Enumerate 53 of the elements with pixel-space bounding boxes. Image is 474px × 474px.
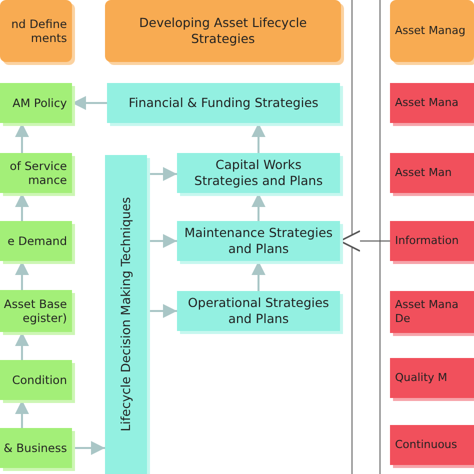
box-label: e Demand <box>8 234 67 248</box>
header-box <box>0 0 72 62</box>
process-box <box>0 221 72 261</box>
process-box <box>177 153 340 193</box>
box-label: Condition <box>12 373 67 387</box>
process-box <box>390 358 474 398</box>
arrow <box>252 193 266 221</box>
box-label: Asset Man <box>395 166 452 180</box>
box-label: & Business <box>4 441 67 455</box>
vertical-bar <box>105 155 147 474</box>
box-label: Financial & Funding Strategies <box>128 95 318 111</box>
box-label: Information <box>395 234 459 248</box>
process-box <box>0 153 72 193</box>
box-label: of Service mance <box>8 159 67 187</box>
process-box <box>390 83 474 123</box>
process-box <box>177 291 340 331</box>
header-box <box>390 0 474 62</box>
process-box <box>390 425 474 465</box>
box-label: Lifecycle Decision Making Techniques <box>118 197 134 432</box>
box-label: Operational Strategies and Plans <box>186 295 330 327</box>
box-label: Capital Works Strategies and Plans <box>193 157 324 189</box>
box-label: nd Define ments <box>10 17 67 45</box>
process-box <box>0 360 72 400</box>
process-box <box>0 428 72 468</box>
arrow <box>72 441 105 455</box>
box-label: Developing Asset Lifecycle Strategies <box>138 15 308 47</box>
arrow <box>15 332 29 360</box>
process-box <box>390 291 474 333</box>
arrow <box>72 96 107 110</box>
box-label: Asset Mana De <box>395 298 460 326</box>
arrow <box>15 261 29 290</box>
process-box <box>390 221 474 261</box>
box-label: Asset Base egister) <box>2 297 67 325</box>
arrow <box>147 234 177 248</box>
process-box <box>107 83 340 123</box>
box-label: Asset Manag <box>395 24 466 38</box>
arrow <box>252 261 266 291</box>
process-box <box>390 153 474 193</box>
header-box <box>105 0 341 62</box>
process-box <box>177 221 340 261</box>
process-box <box>0 290 72 332</box>
box-label: Asset Mana <box>395 96 459 110</box>
arrow <box>15 400 29 428</box>
box-label: AM Policy <box>12 96 67 110</box>
process-box <box>0 83 72 123</box>
arrow <box>15 193 29 221</box>
box-label: Quality M <box>395 371 448 385</box>
arrow <box>252 123 266 153</box>
arrow <box>147 304 177 318</box>
box-label: Maintenance Strategies and Plans <box>183 225 334 257</box>
arrow <box>147 167 177 181</box>
box-label: Continuous <box>395 438 458 452</box>
arrow <box>15 123 29 153</box>
